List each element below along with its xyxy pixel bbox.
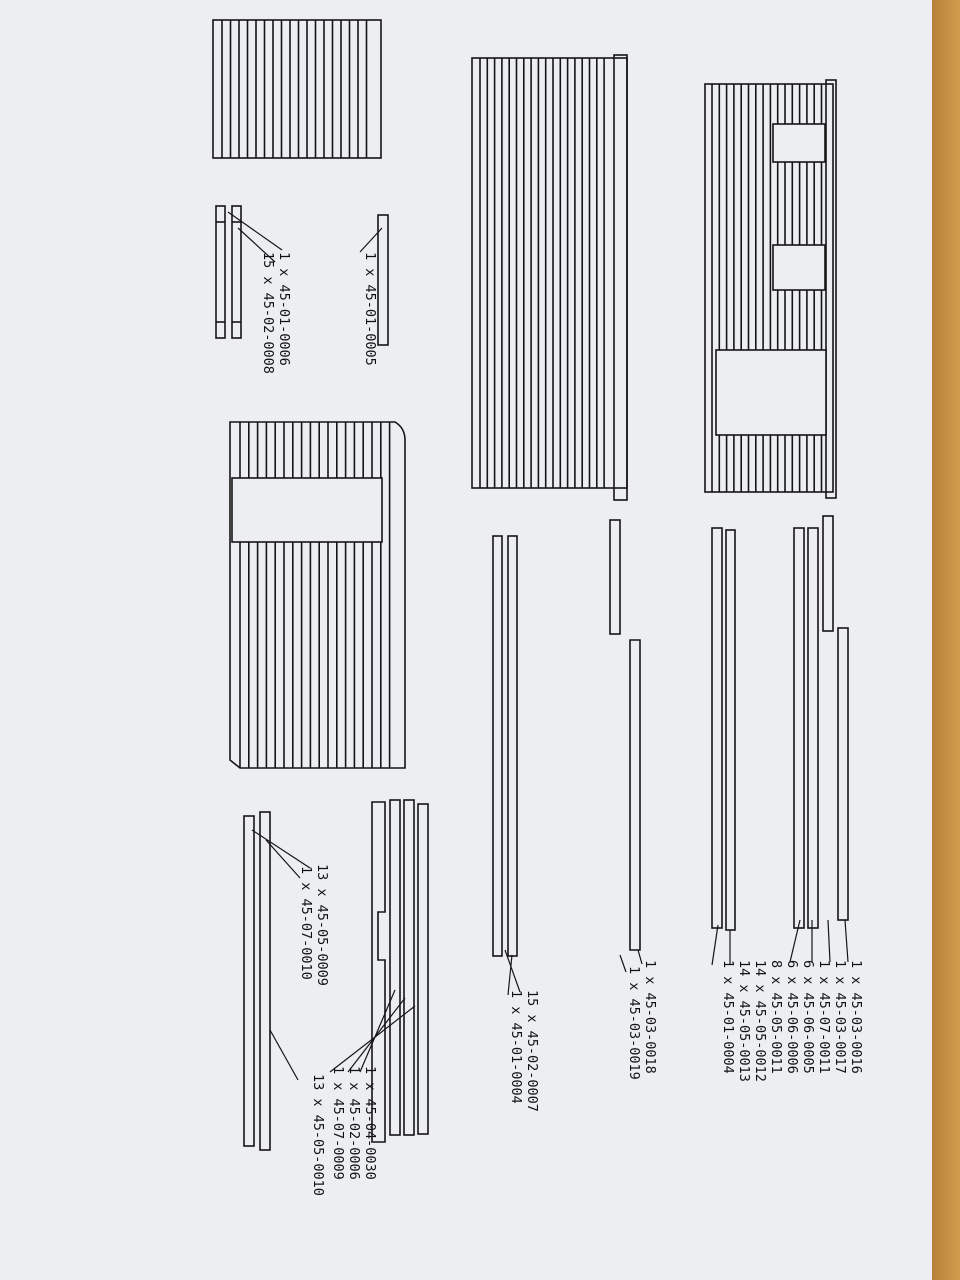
wall-panel-d: [229, 421, 406, 769]
label-mc-3: 1 x 45-03-0018: [642, 960, 658, 1074]
label-r-7: 14 x 45-05-0012: [752, 960, 768, 1082]
label-bl-1: 1 x 45-04-0030: [362, 1066, 378, 1180]
leader-lines: [227, 211, 849, 1081]
wall-panel-b: [471, 54, 628, 501]
label-r-2: 1 x 45-03-0017: [832, 960, 848, 1074]
loose-parts-bottom-left: [243, 799, 429, 1151]
label-r-1: 1 x 45-03-0016: [848, 960, 864, 1074]
part-labels: 1 x 45-01-0006 15 x 45-02-0008 1 x 45-01…: [260, 252, 864, 1196]
label-bl-4: 13 x 45-05-0010: [310, 1074, 326, 1196]
loose-parts-middle: [492, 519, 641, 957]
label-r-9: 1 x 45-01-0004: [720, 960, 736, 1074]
label-mc-2: 1 x 45-01-0004: [508, 990, 524, 1104]
label-mc-1: 15 x 45-02-0007: [524, 990, 540, 1112]
loose-parts-top-left: [215, 205, 389, 346]
label-tl-1: 1 x 45-01-0006: [276, 252, 292, 366]
label-bl-3: 1 x 45-07-0009: [330, 1066, 346, 1180]
label-bl-2: 1 x 45-02-0006: [346, 1066, 362, 1180]
label-r-5: 6 x 45-06-0006: [784, 960, 800, 1074]
label-r-4: 6 x 45-06-0005: [800, 960, 816, 1074]
label-tl-3: 1 x 45-01-0005: [362, 252, 378, 366]
label-r-3: 1 x 45-07-0011: [816, 960, 832, 1074]
wooden-table-edge: [932, 0, 960, 1280]
label-tl-2: 15 x 45-02-0008: [260, 252, 276, 374]
label-ml-1: 13 x 45-05-0009: [314, 864, 330, 986]
label-r-8: 14 x 45-05-0013: [736, 960, 752, 1082]
wall-panel-c: [704, 79, 837, 499]
label-ml-2: 1 x 45-07-0010: [298, 866, 314, 980]
wall-panel-a: [212, 19, 382, 159]
label-mc-4: 1 x 45-03-0019: [626, 966, 642, 1080]
label-r-6: 8 x 45-05-0011: [768, 960, 784, 1074]
loose-parts-right: [711, 515, 849, 931]
